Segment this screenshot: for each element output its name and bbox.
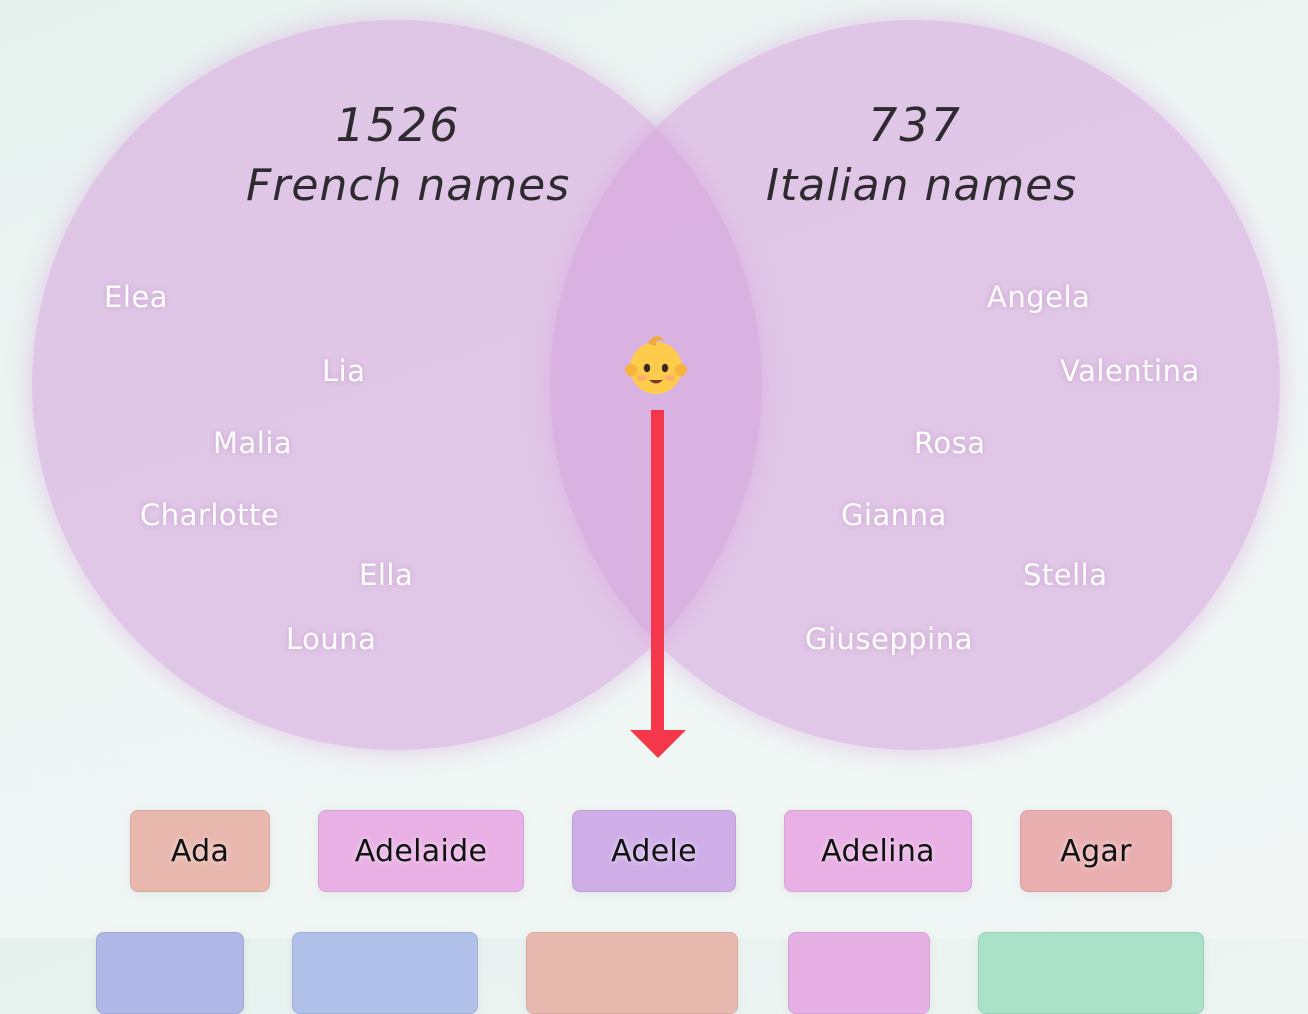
name-chip[interactable]: Adelina	[784, 810, 972, 892]
chip-label: Adelaide	[354, 833, 488, 869]
french-name: Malia	[213, 426, 293, 460]
name-chip[interactable]: Agar	[1020, 810, 1172, 892]
italian-name: Stella	[1023, 558, 1108, 592]
chip-label: Adelina	[821, 833, 935, 869]
italian-count: 737	[868, 98, 962, 152]
venn-diagram: 1526 French names 737 Italian names Elea…	[32, 20, 1280, 758]
italian-label: Italian names	[766, 160, 1078, 211]
chip-label: Adele	[611, 833, 697, 869]
italian-name: Angela	[987, 280, 1091, 314]
french-count: 1526	[335, 98, 461, 152]
french-label: French names	[246, 160, 571, 211]
name-chip[interactable]: Ada	[130, 810, 270, 892]
name-chip-partial[interactable]	[526, 932, 738, 1014]
name-chip-partial[interactable]	[788, 932, 930, 1014]
french-name: Lia	[322, 354, 366, 388]
name-chip-partial[interactable]	[978, 932, 1204, 1014]
chip-label: Agar	[1060, 833, 1132, 869]
french-name: Charlotte	[140, 498, 280, 532]
baby-face-icon	[625, 336, 687, 394]
down-arrow-shaft	[651, 410, 664, 734]
french-name: Elea	[104, 280, 168, 314]
name-chip-partial[interactable]	[292, 932, 478, 1014]
italian-name: Giuseppina	[805, 622, 973, 656]
italian-name: Valentina	[1060, 354, 1200, 388]
name-chip[interactable]: Adele	[572, 810, 736, 892]
french-name: Ella	[359, 558, 414, 592]
italian-name: Gianna	[841, 498, 947, 532]
french-name: Louna	[286, 622, 377, 656]
name-chip-partial[interactable]	[96, 932, 244, 1014]
chip-label: Ada	[170, 833, 230, 869]
italian-name: Rosa	[914, 426, 986, 460]
name-chip[interactable]: Adelaide	[318, 810, 524, 892]
down-arrow-head	[630, 730, 686, 758]
